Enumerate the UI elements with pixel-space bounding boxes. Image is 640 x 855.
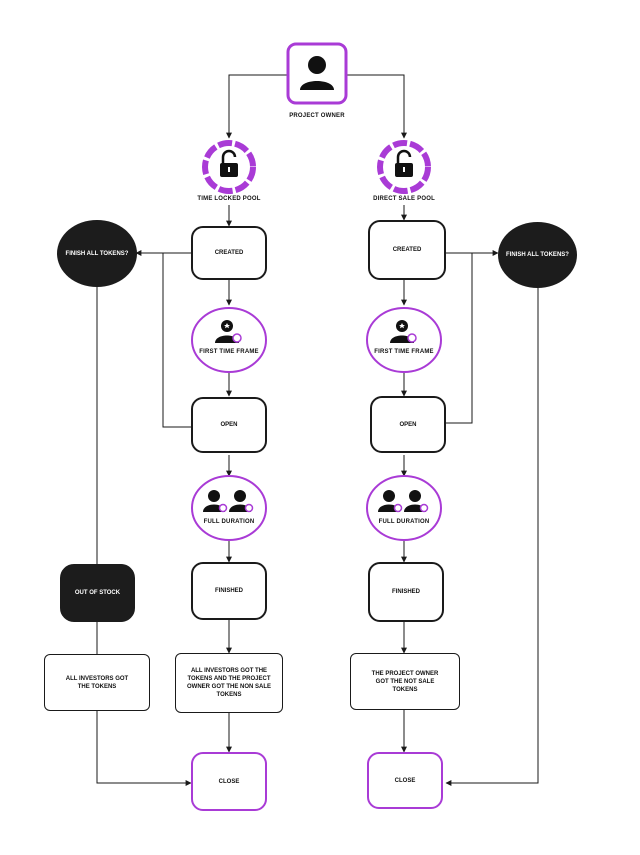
l-close-box: CLOSE — [191, 752, 267, 811]
l-first-time-frame-label: FIRST TIME FRAME — [199, 349, 259, 355]
all-investors-box: ALL INVESTORS GOT THE TOKENS — [44, 654, 150, 711]
l-result-box: ALL INVESTORS GOT THE TOKENS AND THE PRO… — [175, 653, 283, 713]
l-full-duration-label: FULL DURATION — [203, 519, 255, 525]
lock-icon — [395, 149, 413, 177]
lock-icon — [220, 149, 238, 177]
r-first-time-frame-node — [366, 307, 442, 373]
l-full-duration-node — [191, 475, 267, 541]
edge-owner-directsale — [346, 74, 407, 139]
edge-allinvestors-close — [96, 711, 192, 786]
r-close-box: CLOSE — [367, 752, 443, 809]
r-finished-box: FINISHED — [368, 562, 444, 622]
r-first-time-frame-label: FIRST TIME FRAME — [374, 349, 434, 355]
users-icon — [378, 490, 429, 513]
user-star-icon — [390, 320, 417, 343]
r-open-box: OPEN — [370, 396, 446, 453]
user-icon — [300, 56, 334, 90]
out-of-stock-box: OUT OF STOCK — [60, 564, 135, 622]
r-full-duration-label: FULL DURATION — [378, 519, 430, 525]
project-owner-node — [286, 42, 348, 105]
time-locked-pool-node — [202, 140, 256, 194]
l-finished-box: FINISHED — [191, 562, 267, 620]
user-star-icon — [215, 320, 242, 343]
l-created-box: CREATED — [191, 226, 267, 280]
l-first-time-frame-node — [191, 307, 267, 373]
edge-r-finishall-close — [445, 288, 539, 786]
direct-sale-pool-node — [377, 140, 431, 194]
direct-sale-pool-label: DIRECT SALE POOL — [373, 196, 435, 202]
r-full-duration-node — [366, 475, 442, 541]
project-owner-label: PROJECT OWNER — [289, 113, 345, 119]
edge-r-open-loop — [446, 253, 473, 424]
users-icon — [203, 490, 254, 513]
r-finish-all-tokens-node: FINISH ALL TOKENS? — [498, 222, 577, 288]
r-result-box: THE PROJECT OWNER GOT THE NOT SALE TOKEN… — [350, 653, 460, 710]
l-open-box: OPEN — [191, 397, 267, 453]
edge-owner-timelocked — [226, 74, 288, 139]
edge-l-open-loop — [162, 253, 191, 428]
connectors — [96, 74, 539, 786]
time-locked-pool-label: TIME LOCKED POOL — [197, 196, 261, 202]
l-finish-all-tokens-node: FINISH ALL TOKENS? — [57, 220, 137, 287]
r-created-box: CREATED — [368, 220, 446, 280]
